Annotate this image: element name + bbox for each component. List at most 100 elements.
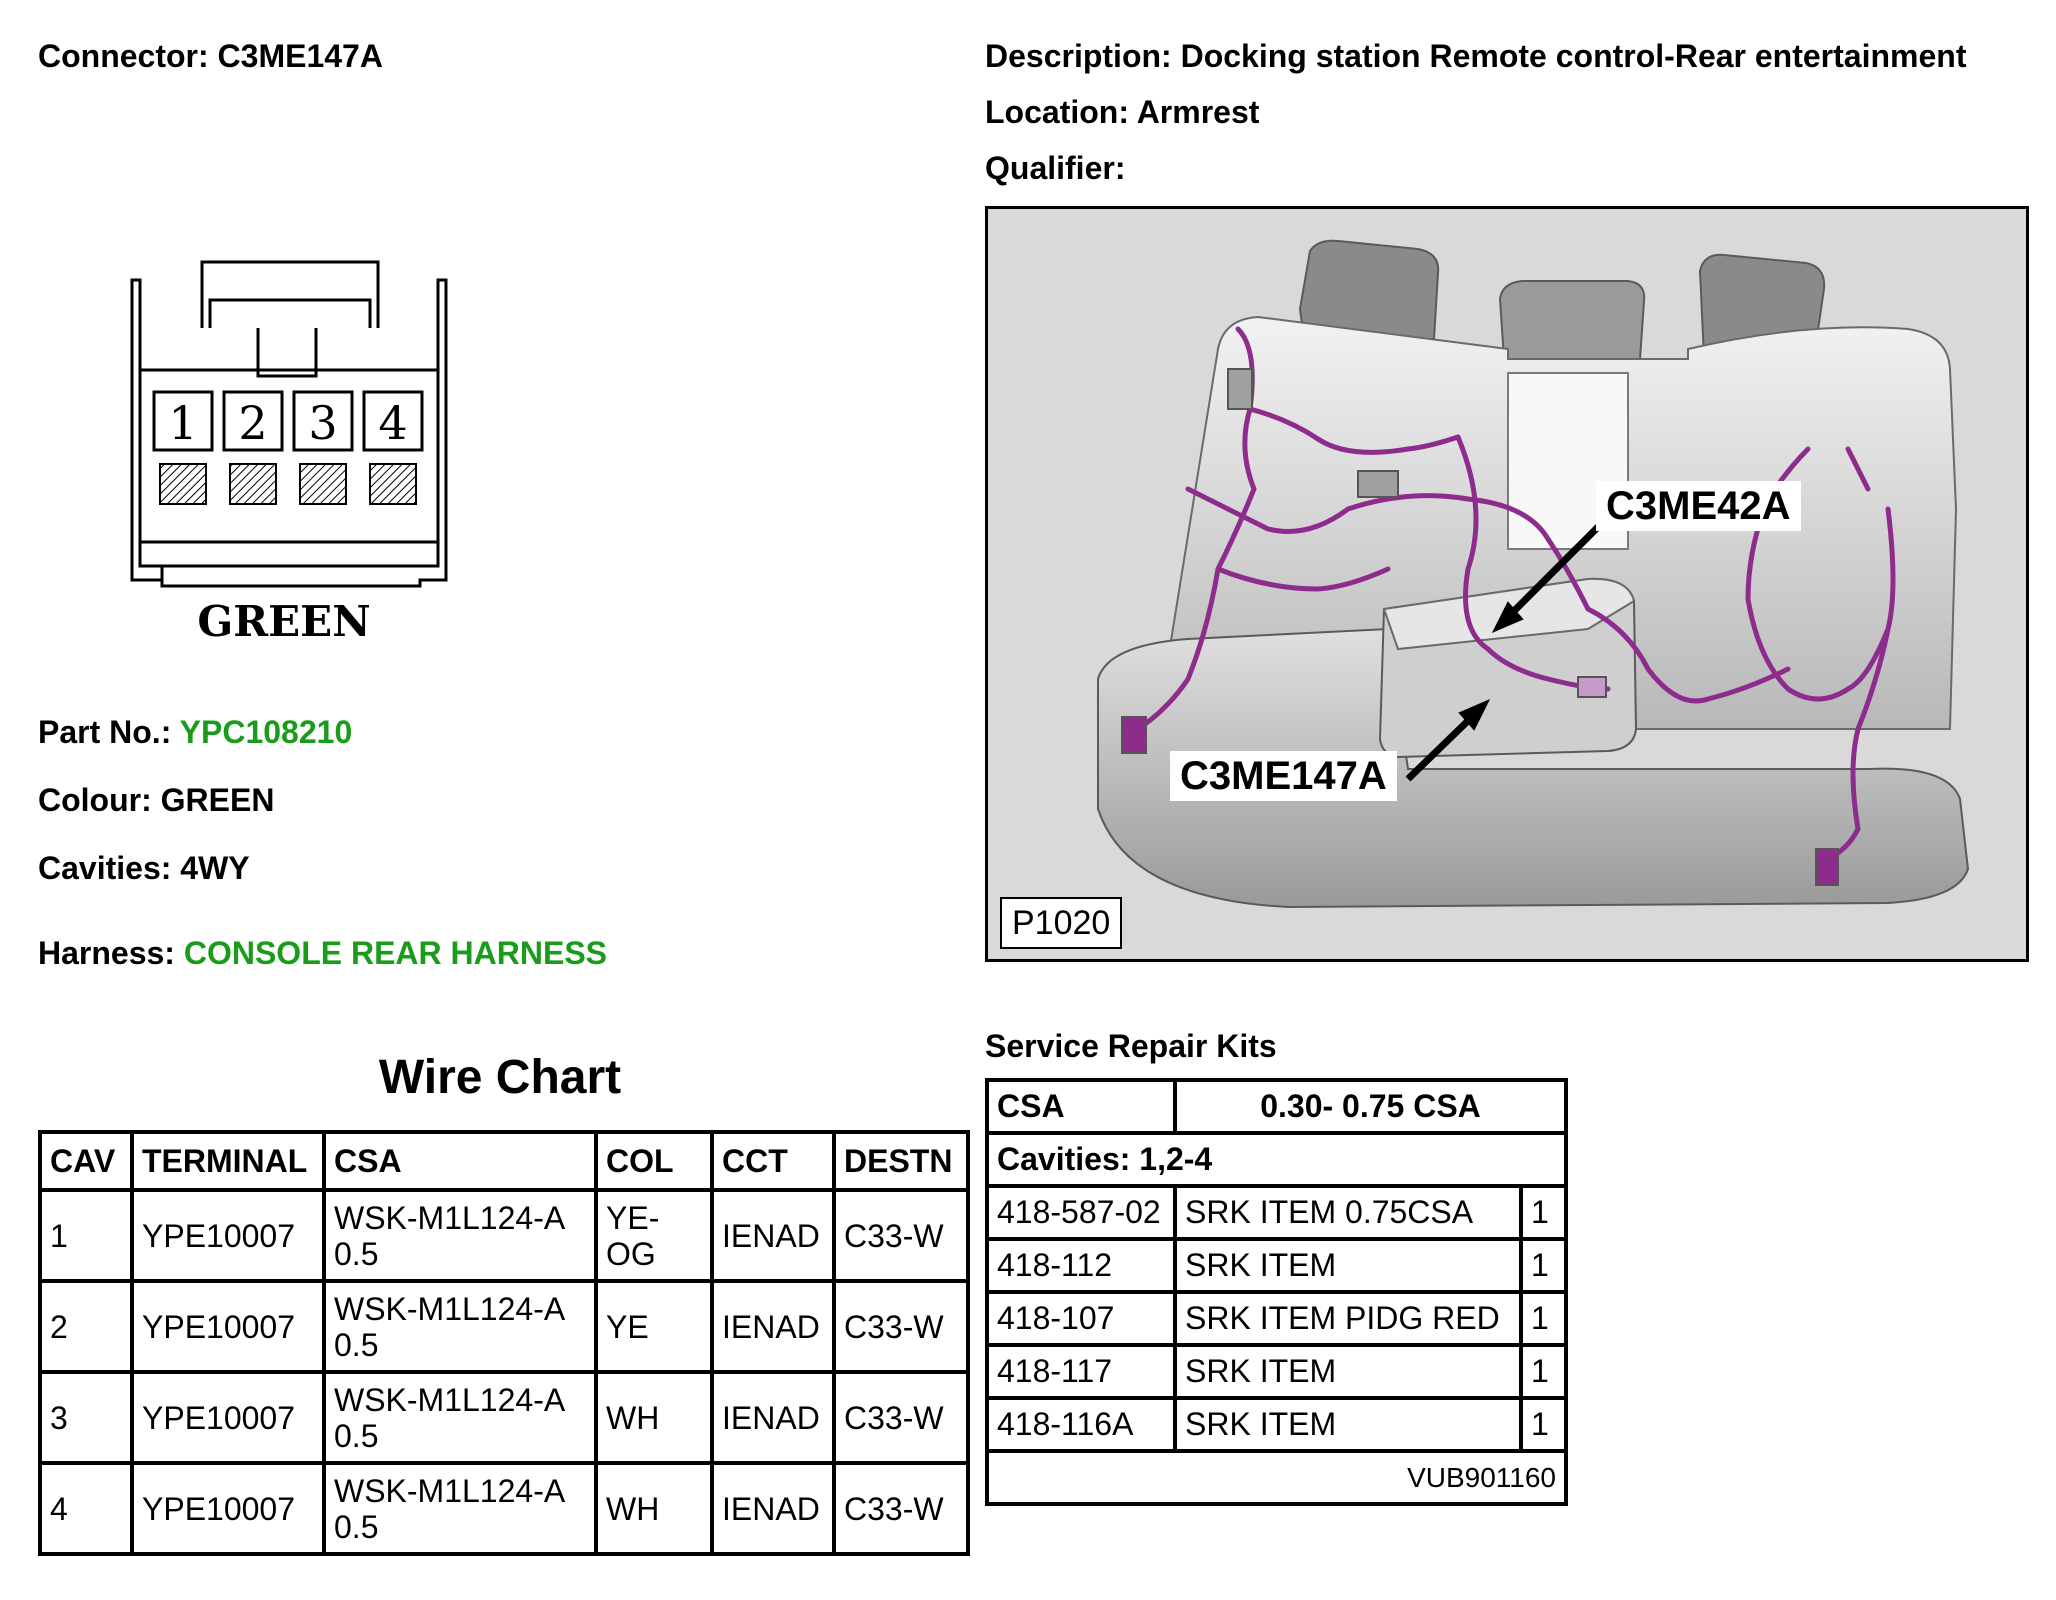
terminal-3 — [299, 463, 347, 505]
left-headrest — [1298, 239, 1440, 340]
srk-qty: 1 — [1519, 1396, 1568, 1453]
pin-label-2: 2 — [238, 396, 267, 450]
srk-qty: 1 — [1519, 1184, 1568, 1241]
srk-csa-value: 0.30- 0.75 CSA — [1173, 1078, 1568, 1135]
wire-chart-table: CAV TERMINAL CSA COL CCT DESTN 1 YPE1000… — [38, 1130, 970, 1556]
seat-cushion — [1097, 627, 1970, 909]
cell-csa: WSK-M1L124-A 0.5 — [322, 1370, 598, 1465]
srk-code: 418-587-02 — [985, 1184, 1177, 1241]
photo-reference: P1020 — [1000, 897, 1122, 949]
wire-chart-header-row: CAV TERMINAL CSA COL CCT DESTN — [38, 1130, 970, 1192]
qualifier: Qualifier: — [985, 150, 1126, 186]
cell-terminal: YPE10007 — [130, 1188, 326, 1283]
terminal-2 — [229, 463, 277, 505]
cell-col: YE — [594, 1279, 714, 1374]
srk-cavities-row: Cavities: 1,2-4 — [985, 1131, 1568, 1188]
part-number-label: Part No.: — [38, 714, 180, 750]
harness-link[interactable]: CONSOLE REAR HARNESS — [183, 935, 607, 971]
list-item: 418-117 SRK ITEM 1 — [985, 1343, 1568, 1400]
cell-terminal: YPE10007 — [130, 1279, 326, 1374]
center-headrest — [1498, 280, 1646, 360]
list-item: 418-587-02 SRK ITEM 0.75CSA 1 — [985, 1184, 1568, 1241]
connector-colour-label: GREEN — [197, 597, 370, 646]
pin-box-3 — [292, 390, 354, 452]
cell-cct: IENAD — [710, 1370, 836, 1465]
cavities: Cavities: 4WY — [38, 850, 250, 886]
list-item: 418-112 SRK ITEM 1 — [985, 1237, 1568, 1294]
harness-label: Harness: — [38, 935, 184, 971]
cell-cct: IENAD — [710, 1188, 836, 1283]
col-header-cct: CCT — [710, 1130, 836, 1192]
srk-cavities: Cavities: 1,2-4 — [985, 1131, 1568, 1188]
cell-destn: C33-W — [832, 1370, 970, 1465]
pin-box-1 — [152, 390, 214, 452]
harness: Harness: CONSOLE REAR HARNESS — [38, 935, 607, 972]
srk-qty: 1 — [1519, 1290, 1568, 1347]
cell-cav: 4 — [38, 1461, 134, 1556]
col-header-cav: CAV — [38, 1130, 134, 1192]
col-header-col: COL — [594, 1130, 714, 1192]
cell-cct: IENAD — [710, 1461, 836, 1556]
srk-header-row: CSA 0.30- 0.75 CSA — [985, 1078, 1568, 1135]
col-header-csa: CSA — [322, 1130, 598, 1192]
srk-code: 418-116A — [985, 1396, 1177, 1453]
srk-qty: 1 — [1519, 1237, 1568, 1294]
srk-desc: SRK ITEM 0.75CSA — [1173, 1184, 1523, 1241]
srk-code: 418-107 — [985, 1290, 1177, 1347]
wire-chart-title: Wire Chart — [378, 1051, 622, 1104]
list-item: 418-107 SRK ITEM PIDG RED 1 — [985, 1290, 1568, 1347]
cell-csa: WSK-M1L124-A 0.5 — [322, 1461, 598, 1556]
callout-c3me147a: C3ME147A — [1170, 751, 1397, 801]
pin-box-2 — [222, 390, 284, 452]
location: Location: Armrest — [985, 94, 1260, 130]
colour: Colour: GREEN — [38, 782, 275, 818]
col-header-terminal: TERMINAL — [130, 1130, 326, 1192]
part-number: Part No.: YPC108210 — [38, 714, 352, 751]
srk-qty: 1 — [1519, 1343, 1568, 1400]
srk-desc: SRK ITEM — [1173, 1343, 1523, 1400]
module-box — [1357, 470, 1399, 498]
service-kits-title: Service Repair Kits — [985, 1028, 1277, 1064]
connector-face-diagram: 1 2 3 4 GREEN — [130, 260, 448, 646]
terminal-4 — [369, 463, 417, 505]
srk-footer-row: VUB901160 — [985, 1449, 1568, 1506]
cell-csa: WSK-M1L124-A 0.5 — [322, 1279, 598, 1374]
part-number-link[interactable]: YPC108210 — [179, 714, 353, 750]
cell-cav: 1 — [38, 1188, 134, 1283]
cell-col: WH — [594, 1461, 714, 1556]
pin-box-4 — [362, 390, 424, 452]
cell-csa: WSK-M1L124-A 0.5 — [322, 1188, 598, 1283]
cell-cct: IENAD — [710, 1279, 836, 1374]
description: Description: Docking station Remote cont… — [985, 38, 1967, 74]
cell-terminal: YPE10007 — [130, 1370, 326, 1465]
col-header-destn: DESTN — [832, 1130, 970, 1192]
table-row: 4 YPE10007 WSK-M1L124-A 0.5 WH IENAD C33… — [38, 1461, 970, 1556]
cell-cav: 2 — [38, 1279, 134, 1374]
srk-desc: SRK ITEM — [1173, 1396, 1523, 1453]
cell-terminal: YPE10007 — [130, 1461, 326, 1556]
srk-code: 418-112 — [985, 1237, 1177, 1294]
srk-desc: SRK ITEM — [1173, 1237, 1523, 1294]
cell-destn: C33-W — [832, 1461, 970, 1556]
list-item: 418-116A SRK ITEM 1 — [985, 1396, 1568, 1453]
connector-id: Connector: C3ME147A — [38, 38, 383, 74]
table-row: 1 YPE10007 WSK-M1L124-A 0.5 YE-OG IENAD … — [38, 1188, 970, 1283]
pin-label-3: 3 — [308, 396, 337, 450]
table-row: 3 YPE10007 WSK-M1L124-A 0.5 WH IENAD C33… — [38, 1370, 970, 1465]
terminal-1 — [159, 463, 207, 505]
cell-col: WH — [594, 1370, 714, 1465]
location-photo: C3ME42A C3ME147A P1020 — [985, 206, 2029, 962]
cell-destn: C33-W — [832, 1279, 970, 1374]
cell-destn: C33-W — [832, 1188, 970, 1283]
service-kits-table: CSA 0.30- 0.75 CSA Cavities: 1,2-4 418-5… — [985, 1078, 1568, 1506]
cell-col: YE-OG — [594, 1188, 714, 1283]
rear-seat-illustration — [1097, 239, 1970, 909]
callout-c3me42a: C3ME42A — [1596, 481, 1801, 531]
srk-code: 418-117 — [985, 1343, 1177, 1400]
pin-label-1: 1 — [168, 396, 197, 450]
pin-label-4: 4 — [378, 396, 407, 450]
srk-csa-label: CSA — [985, 1078, 1177, 1135]
cell-cav: 3 — [38, 1370, 134, 1465]
srk-desc: SRK ITEM PIDG RED — [1173, 1290, 1523, 1347]
table-row: 2 YPE10007 WSK-M1L124-A 0.5 YE IENAD C33… — [38, 1279, 970, 1374]
